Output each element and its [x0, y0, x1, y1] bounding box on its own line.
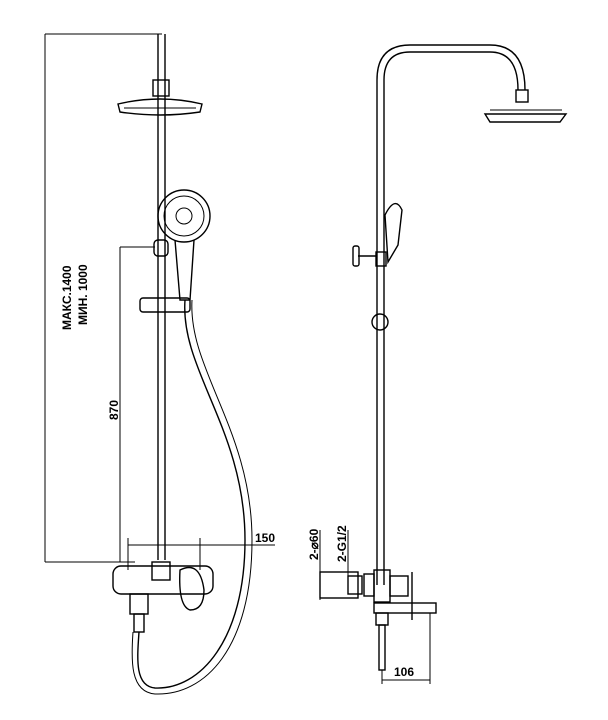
dimension-connection [319, 530, 349, 600]
dimension-mixer-width [127, 538, 275, 570]
mixer-width-label: 150 [255, 531, 275, 545]
dimension-holder-height [119, 246, 155, 562]
overhead-arm [376, 44, 526, 585]
hand-shower [157, 189, 211, 301]
front-view: МАКС.1400 МИН. 1000 870 150 [44, 33, 275, 695]
spout-length-label: 106 [394, 665, 414, 679]
hand-shower-side [375, 202, 403, 267]
slide-bracket [139, 297, 191, 313]
height-max-label: МАКС.1400 [60, 265, 74, 330]
thread-label: 2-G1/2 [335, 525, 349, 562]
hand-shower-holder [153, 239, 169, 257]
rain-shower-head [117, 79, 203, 116]
side-view: 2-⌀60 2-G1/2 106 [307, 44, 568, 684]
mixer-side [319, 569, 437, 671]
height-min-label: МИН. 1000 [76, 264, 90, 325]
mixer-body [112, 561, 214, 633]
shower-rod [157, 34, 166, 560]
height-knob [352, 245, 377, 267]
dimension-spout-length [381, 613, 431, 684]
rain-shower-head-side [483, 89, 568, 123]
rod-joint [371, 313, 389, 331]
holder-height-label: 870 [107, 400, 121, 420]
connection-diameter-label: 2-⌀60 [307, 528, 321, 560]
shower-hose [137, 299, 246, 689]
